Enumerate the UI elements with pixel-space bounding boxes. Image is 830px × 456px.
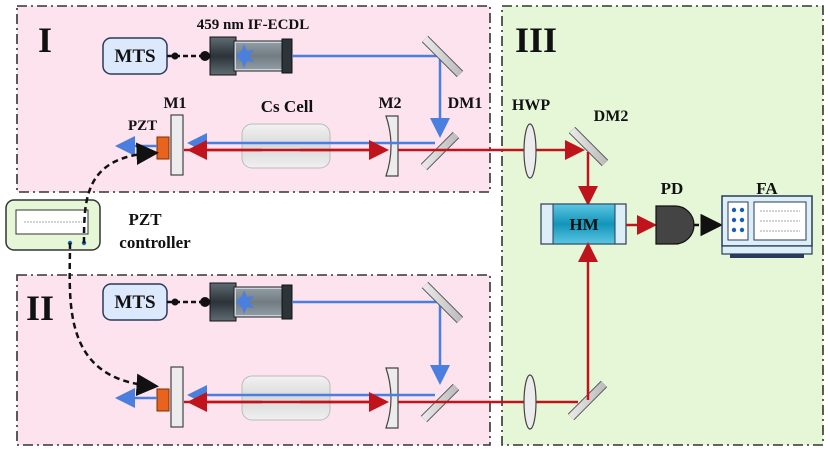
region-three-label: III	[515, 20, 557, 60]
region-one-label: I	[38, 20, 52, 60]
pzt-bottom	[156, 388, 170, 412]
hwp-label: HWP	[512, 97, 550, 114]
mts-top-label: MTS	[114, 46, 155, 67]
m2-mirror-bottom	[385, 367, 399, 429]
pzt-controller-label-2: controller	[119, 233, 191, 252]
laser-bottom	[209, 282, 293, 322]
hm-label: HM	[569, 215, 598, 234]
pzt-controller-box	[5, 199, 101, 251]
m1-mirror-bottom	[170, 366, 184, 428]
pzt-controller-label-1: PZT	[128, 210, 162, 229]
laser-top-star-icon	[236, 44, 254, 68]
laser-top	[209, 36, 293, 76]
cs-cell-label: Cs Cell	[261, 97, 314, 116]
feedback-to-pzt-bottom	[68, 242, 159, 397]
mts-top-dot-2	[200, 51, 210, 61]
hm-box	[540, 203, 627, 245]
dm2-label: DM2	[594, 108, 629, 125]
m2-mirror	[385, 115, 399, 177]
region-two-label: II	[26, 288, 54, 328]
dm1-label: DM1	[448, 95, 483, 112]
m1-mirror	[170, 114, 184, 176]
pzt-label: PZT	[128, 118, 157, 134]
hwp-bottom	[523, 374, 537, 430]
laser-bottom-star-icon	[236, 290, 254, 314]
cs-cell-bottom	[241, 375, 331, 421]
m2-label: M2	[378, 95, 401, 112]
pzt-top	[156, 136, 170, 160]
cs-cell-top	[241, 123, 331, 169]
fa-analyzer	[721, 195, 813, 258]
hwp-top	[523, 123, 537, 179]
m1-label: M1	[163, 95, 186, 112]
fa-label: FA	[756, 179, 778, 198]
mts-bottom-label: MTS	[114, 292, 155, 313]
pd-label: PD	[661, 179, 684, 198]
pd-detector	[655, 205, 695, 245]
mts-top-dot	[171, 52, 179, 60]
laser-label: 459 nm IF-ECDL	[197, 17, 310, 33]
feedback-to-pzt-top	[82, 142, 159, 244]
